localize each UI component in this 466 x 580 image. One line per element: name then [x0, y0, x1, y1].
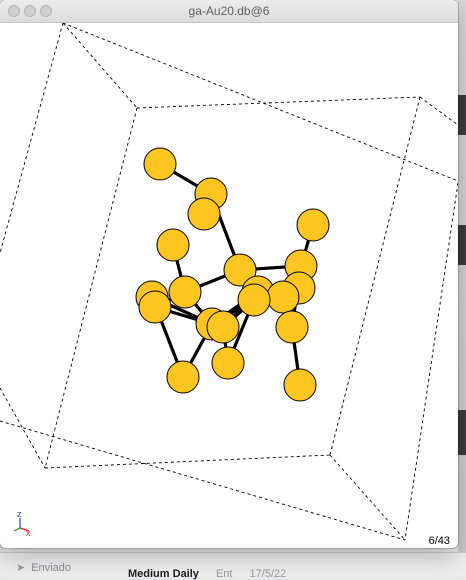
gold-atom [223, 253, 257, 287]
background-app-edge [458, 0, 466, 576]
mail-subject: Medium Daily [128, 568, 199, 580]
gold-atom [166, 360, 200, 394]
gold-atom [143, 147, 177, 181]
mail-date: 17/5/22 [249, 568, 287, 580]
gold-atom [206, 310, 240, 344]
gold-atom [138, 290, 172, 324]
cell-edge [62, 22, 138, 109]
send-arrow-icon: ➤ [16, 562, 26, 574]
frame-counter: 6/43 [428, 535, 450, 547]
axis-indicator: z x [13, 509, 31, 538]
close-window-button[interactable] [8, 5, 20, 17]
cell-edge [404, 182, 458, 541]
mailbox-sent-label: Enviado [31, 561, 71, 574]
axis-x-label: x [26, 528, 31, 538]
window-title: ga-Au20.db@6 [188, 4, 270, 18]
viewer-window: ga-Au20.db@6 [0, 0, 458, 548]
gold-atom [237, 283, 271, 317]
unit-cell-box [0, 22, 458, 541]
minimize-window-button[interactable] [24, 5, 36, 17]
cell-edge [62, 22, 458, 182]
cell-edge [0, 387, 46, 469]
title-bar[interactable]: ga-Au20.db@6 [0, 0, 458, 23]
axis-z-label: z [17, 509, 22, 519]
gold-atom [156, 228, 190, 262]
gold-atom [283, 368, 317, 402]
cell-edge [0, 420, 406, 541]
mailbox-sent-item[interactable]: ➤ Enviado [16, 561, 71, 575]
cell-edge [419, 96, 458, 126]
gold-atom [168, 275, 202, 309]
gold-atom [211, 346, 245, 380]
cell-edge [44, 107, 138, 469]
cell-edge [329, 454, 406, 541]
cell-edge [329, 96, 421, 456]
gold-atom [187, 197, 221, 231]
cell-edge [0, 22, 64, 254]
structure-canvas[interactable]: z x 6/43 [0, 22, 458, 548]
cell-edge [44, 454, 331, 469]
atom-group [135, 147, 330, 402]
gold-atom [275, 310, 309, 344]
gold-atom [296, 208, 330, 242]
mail-list-row[interactable]: Medium Daily Ent 17/5/22 [128, 568, 300, 580]
gold-atom [266, 280, 300, 314]
mail-meta: Ent [215, 568, 233, 580]
cell-edge [136, 96, 421, 109]
background-mail-app-bar [0, 552, 466, 577]
zoom-window-button[interactable] [40, 5, 52, 17]
